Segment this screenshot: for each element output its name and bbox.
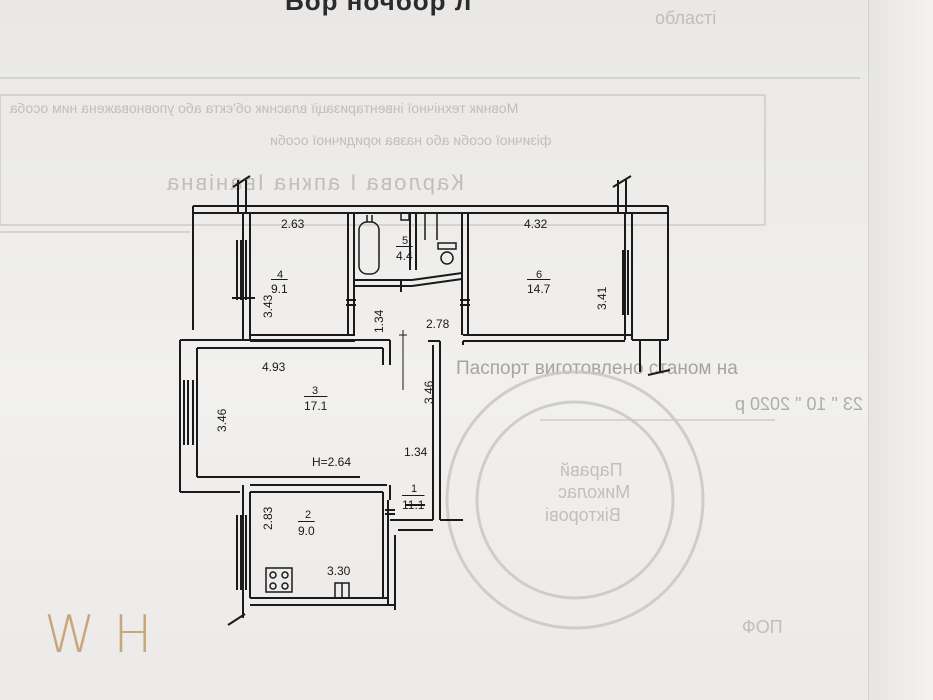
watermark-logo: WH bbox=[44, 605, 171, 665]
dim-room6-height: 3.41 bbox=[595, 286, 609, 310]
dim-kitchen-width: 3.30 bbox=[327, 564, 351, 578]
room-number-1: 1 bbox=[411, 483, 418, 495]
room-area-3: 17.1 bbox=[304, 399, 328, 413]
dim-room4-height: 3.43 bbox=[261, 294, 275, 318]
room-number-5: 5 bbox=[402, 235, 409, 247]
ghost-text-oblast: області bbox=[655, 8, 717, 28]
toilet-icon bbox=[440, 251, 454, 265]
dim-hall-width: 2.78 bbox=[426, 317, 450, 331]
room-area-5: 4.4 bbox=[396, 249, 413, 263]
room-number-4: 4 bbox=[277, 269, 284, 281]
sink-icon bbox=[400, 212, 410, 221]
room-area-4: 9.1 bbox=[271, 282, 288, 296]
bathtub-icon bbox=[358, 221, 380, 275]
room-area-1: 11.1 bbox=[402, 498, 425, 512]
dim-corridor-height: 3.46 bbox=[422, 380, 436, 404]
dim-room3-height: 3.46 bbox=[215, 408, 229, 432]
dim-hall-upper: 1.34 bbox=[372, 309, 386, 333]
ghost-text-passport: Паспорт виготовлено станом на bbox=[456, 358, 738, 379]
dimension-lines bbox=[399, 330, 407, 390]
dim-room4-width: 2.63 bbox=[281, 217, 305, 231]
room-number-6: 6 bbox=[536, 269, 543, 281]
dim-corridor-width: 1.34 bbox=[404, 445, 428, 459]
header-text: Бор ночбор л bbox=[285, 0, 473, 16]
room-area-2: 9.0 bbox=[298, 524, 315, 538]
dim-kitchen-height: 2.83 bbox=[261, 506, 275, 530]
room-area-6: 14.7 bbox=[527, 282, 551, 296]
dim-room6-width: 4.32 bbox=[524, 217, 548, 231]
paper-edge bbox=[868, 0, 933, 700]
outer-walls bbox=[179, 175, 671, 626]
room-number-3: 3 bbox=[312, 385, 319, 397]
ceiling-height: H=2.64 bbox=[312, 455, 352, 469]
stove-icon bbox=[265, 567, 293, 593]
sanitary-fixtures bbox=[265, 212, 457, 599]
room-number-2: 2 bbox=[305, 509, 312, 521]
dim-room3-width: 4.93 bbox=[262, 360, 286, 374]
stamp-seal bbox=[445, 370, 705, 630]
ghost-form-lines bbox=[0, 77, 860, 421]
